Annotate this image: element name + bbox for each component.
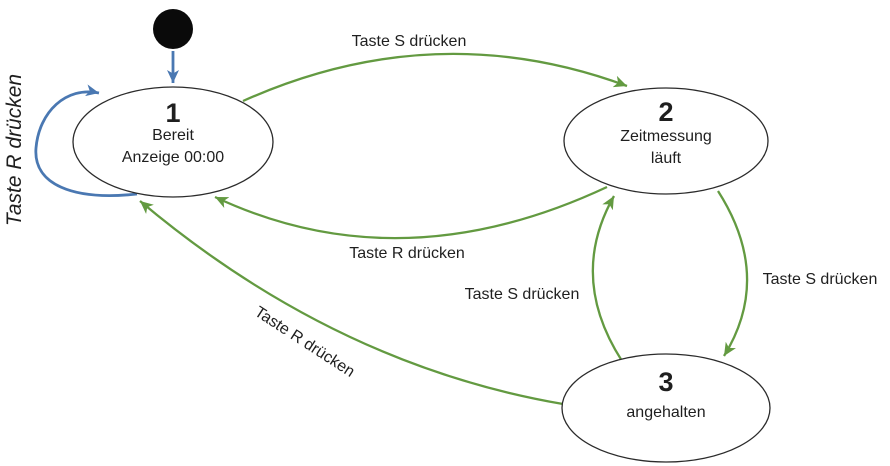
initial-state-marker [153, 9, 193, 49]
state-2-number: 2 [658, 97, 673, 127]
state-2-label-line2: läuft [651, 150, 682, 167]
edge-label-self-1: Taste R drücken [3, 74, 26, 226]
transition-arrow-self-1 [34, 84, 138, 197]
transition-arrow-2-to-3 [717, 190, 749, 357]
state-2-ellipse [563, 87, 769, 195]
state-1-number: 1 [165, 98, 180, 128]
state-3-label-line1: angehalten [626, 404, 705, 421]
state-2-label-line1: Zeitmessung [620, 128, 712, 145]
transition-arrow-1-to-2 [242, 52, 628, 103]
state-1-label-line1: Bereit [152, 127, 194, 144]
transition-arrow-3-to-2 [591, 195, 623, 362]
state-1-label-line2: Anzeige 00:00 [122, 149, 224, 166]
state-3-ellipse [561, 353, 771, 463]
edge-label-2-to-1: Taste R drücken [349, 245, 465, 262]
transition-arrow-3-to-1 [139, 200, 564, 406]
edge-label-2-to-3: Taste S drücken [763, 271, 878, 288]
state-1-ellipse [72, 86, 274, 198]
edge-label-1-to-2: Taste S drücken [352, 33, 467, 50]
transition-arrow-2-to-1 [214, 185, 608, 240]
edge-label-3-to-2: Taste S drücken [465, 286, 580, 303]
state-3-number: 3 [658, 367, 673, 397]
